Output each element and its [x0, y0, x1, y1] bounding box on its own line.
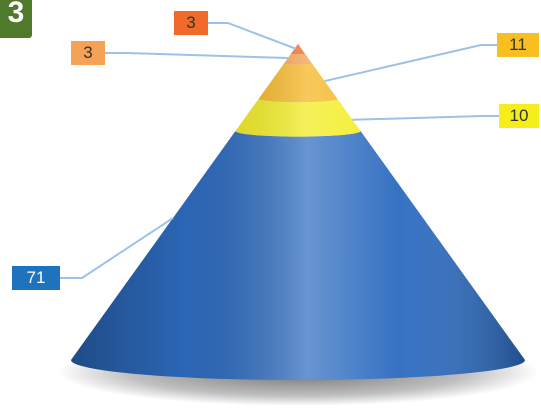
data-label: 71 [12, 266, 60, 290]
slide-number-badge: 3 [0, 0, 32, 38]
data-label: 3 [71, 41, 105, 65]
leader-line [60, 217, 174, 279]
leader-line [208, 22, 297, 50]
cone-shading [71, 44, 525, 380]
leader-line [352, 115, 499, 121]
data-label: 3 [174, 11, 208, 35]
leader-line [105, 52, 288, 60]
data-label: 10 [499, 104, 539, 128]
data-label: 11 [497, 33, 539, 57]
leader-line [324, 44, 497, 83]
